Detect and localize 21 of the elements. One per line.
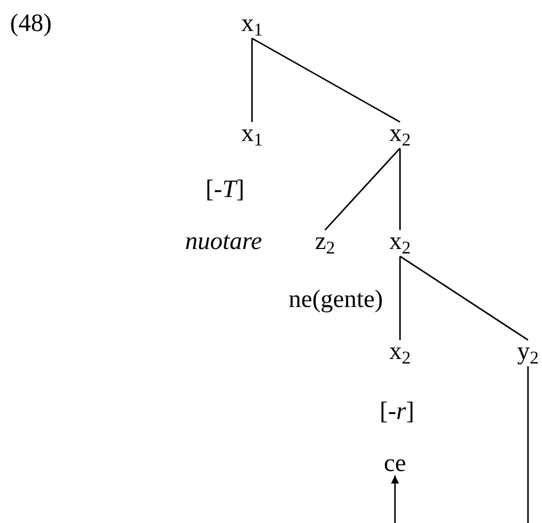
tree-branch bbox=[399, 148, 401, 230]
tree-node-label: ce bbox=[384, 450, 406, 478]
arrow bbox=[391, 476, 399, 523]
tree-branch bbox=[399, 256, 401, 340]
tree-node-label: x$_{2}$ bbox=[389, 338, 411, 368]
tree-branch bbox=[252, 38, 400, 123]
tree-node-label: x$_{1}$ bbox=[241, 10, 263, 40]
tree-branch bbox=[251, 38, 253, 122]
example-number: (48) bbox=[10, 10, 52, 38]
annotation-text: [-r] bbox=[380, 398, 414, 426]
tree-branch bbox=[324, 148, 401, 230]
annotation-text: [-T] bbox=[206, 176, 244, 204]
tree-branch bbox=[527, 366, 529, 523]
tree-branch bbox=[400, 256, 528, 341]
tree-node-label: z$_{2}$ bbox=[314, 228, 336, 258]
tree-node-label: x$_{2}$ bbox=[389, 120, 411, 150]
annotation-text: ne(gente) bbox=[288, 286, 383, 314]
tree-node-label: x$_{2}$ bbox=[389, 228, 411, 258]
tree-node-label: y$_{2}$ bbox=[517, 338, 539, 368]
tree-node-label: x$_{1}$ bbox=[241, 120, 263, 150]
annotation-text: nuotare bbox=[185, 228, 262, 256]
